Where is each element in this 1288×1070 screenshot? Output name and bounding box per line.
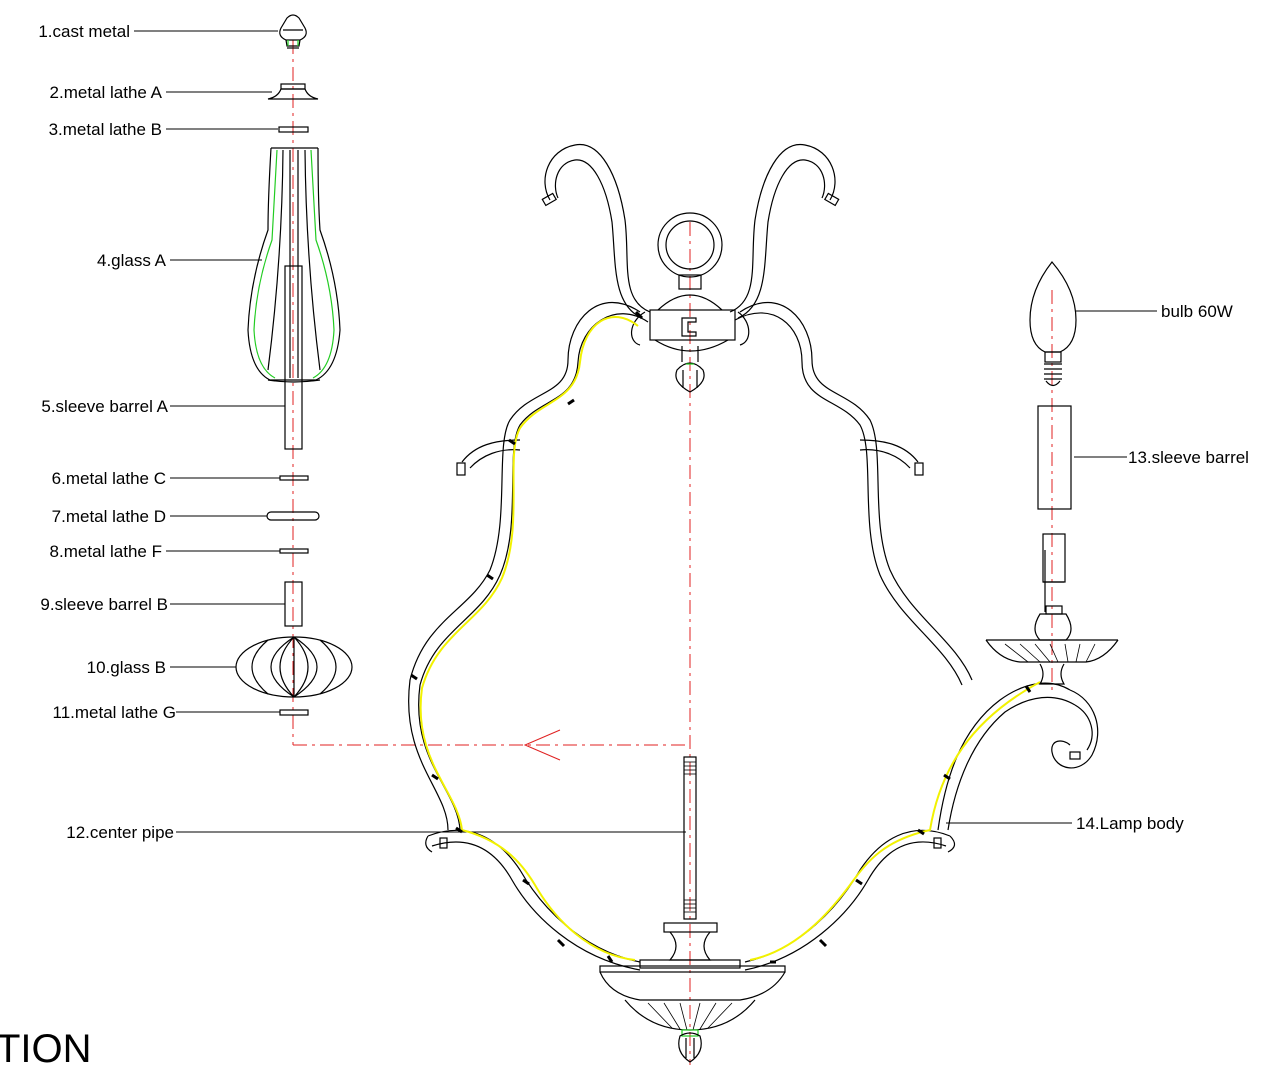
label-sleeve-barrel-a: 5.sleeve barrel A	[41, 397, 168, 416]
lamp-body	[408, 144, 1099, 1063]
label-glass-a: 4.glass A	[97, 251, 167, 270]
label-metal-lathe-d: 7.metal lathe D	[52, 507, 166, 526]
part-metal-lathe-c	[279, 475, 309, 481]
leader-lines	[134, 30, 1157, 833]
part-metal-lathe-b	[278, 126, 309, 133]
assembly-axis	[292, 40, 1053, 1065]
label-glass-b: 10.glass B	[87, 658, 166, 677]
label-metal-lathe-f: 8.metal lathe F	[50, 542, 162, 561]
label-cast-metal: 1.cast metal	[38, 22, 130, 41]
label-metal-lathe-c: 6.metal lathe C	[52, 469, 166, 488]
bulb-icon	[1029, 261, 1077, 387]
candle-assembly	[985, 261, 1119, 685]
part-labels: 1.cast metal 2.metal lathe A 3.metal lat…	[0, 22, 1249, 1070]
part-metal-lathe-g	[279, 709, 309, 716]
part-sleeve-barrel	[1037, 405, 1072, 510]
cut-off-title: TION	[0, 1027, 92, 1070]
label-sleeve-barrel-b: 9.sleeve barrel B	[40, 595, 168, 614]
assembly-arrow-icon	[523, 729, 561, 761]
wiring	[419, 315, 1041, 961]
frame-clips	[410, 310, 1032, 964]
part-glass-a	[247, 147, 341, 383]
part-metal-lathe-a	[267, 83, 319, 100]
label-metal-lathe-g: 11.metal lathe G	[53, 703, 176, 722]
label-metal-lathe-b: 3.metal lathe B	[49, 120, 162, 139]
part-glass-b	[235, 636, 353, 698]
label-metal-lathe-a: 2.metal lathe A	[50, 83, 163, 102]
part-sleeve-barrel-a	[284, 265, 303, 450]
label-center-pipe: 12.center pipe	[66, 823, 174, 842]
label-lamp-body: 14.Lamp body	[1076, 814, 1184, 833]
part-cast-metal	[279, 14, 307, 49]
label-bulb: bulb 60W	[1161, 302, 1233, 321]
label-sleeve-barrel: 13.sleeve barrel	[1128, 448, 1249, 467]
part-metal-lathe-f	[279, 548, 309, 554]
